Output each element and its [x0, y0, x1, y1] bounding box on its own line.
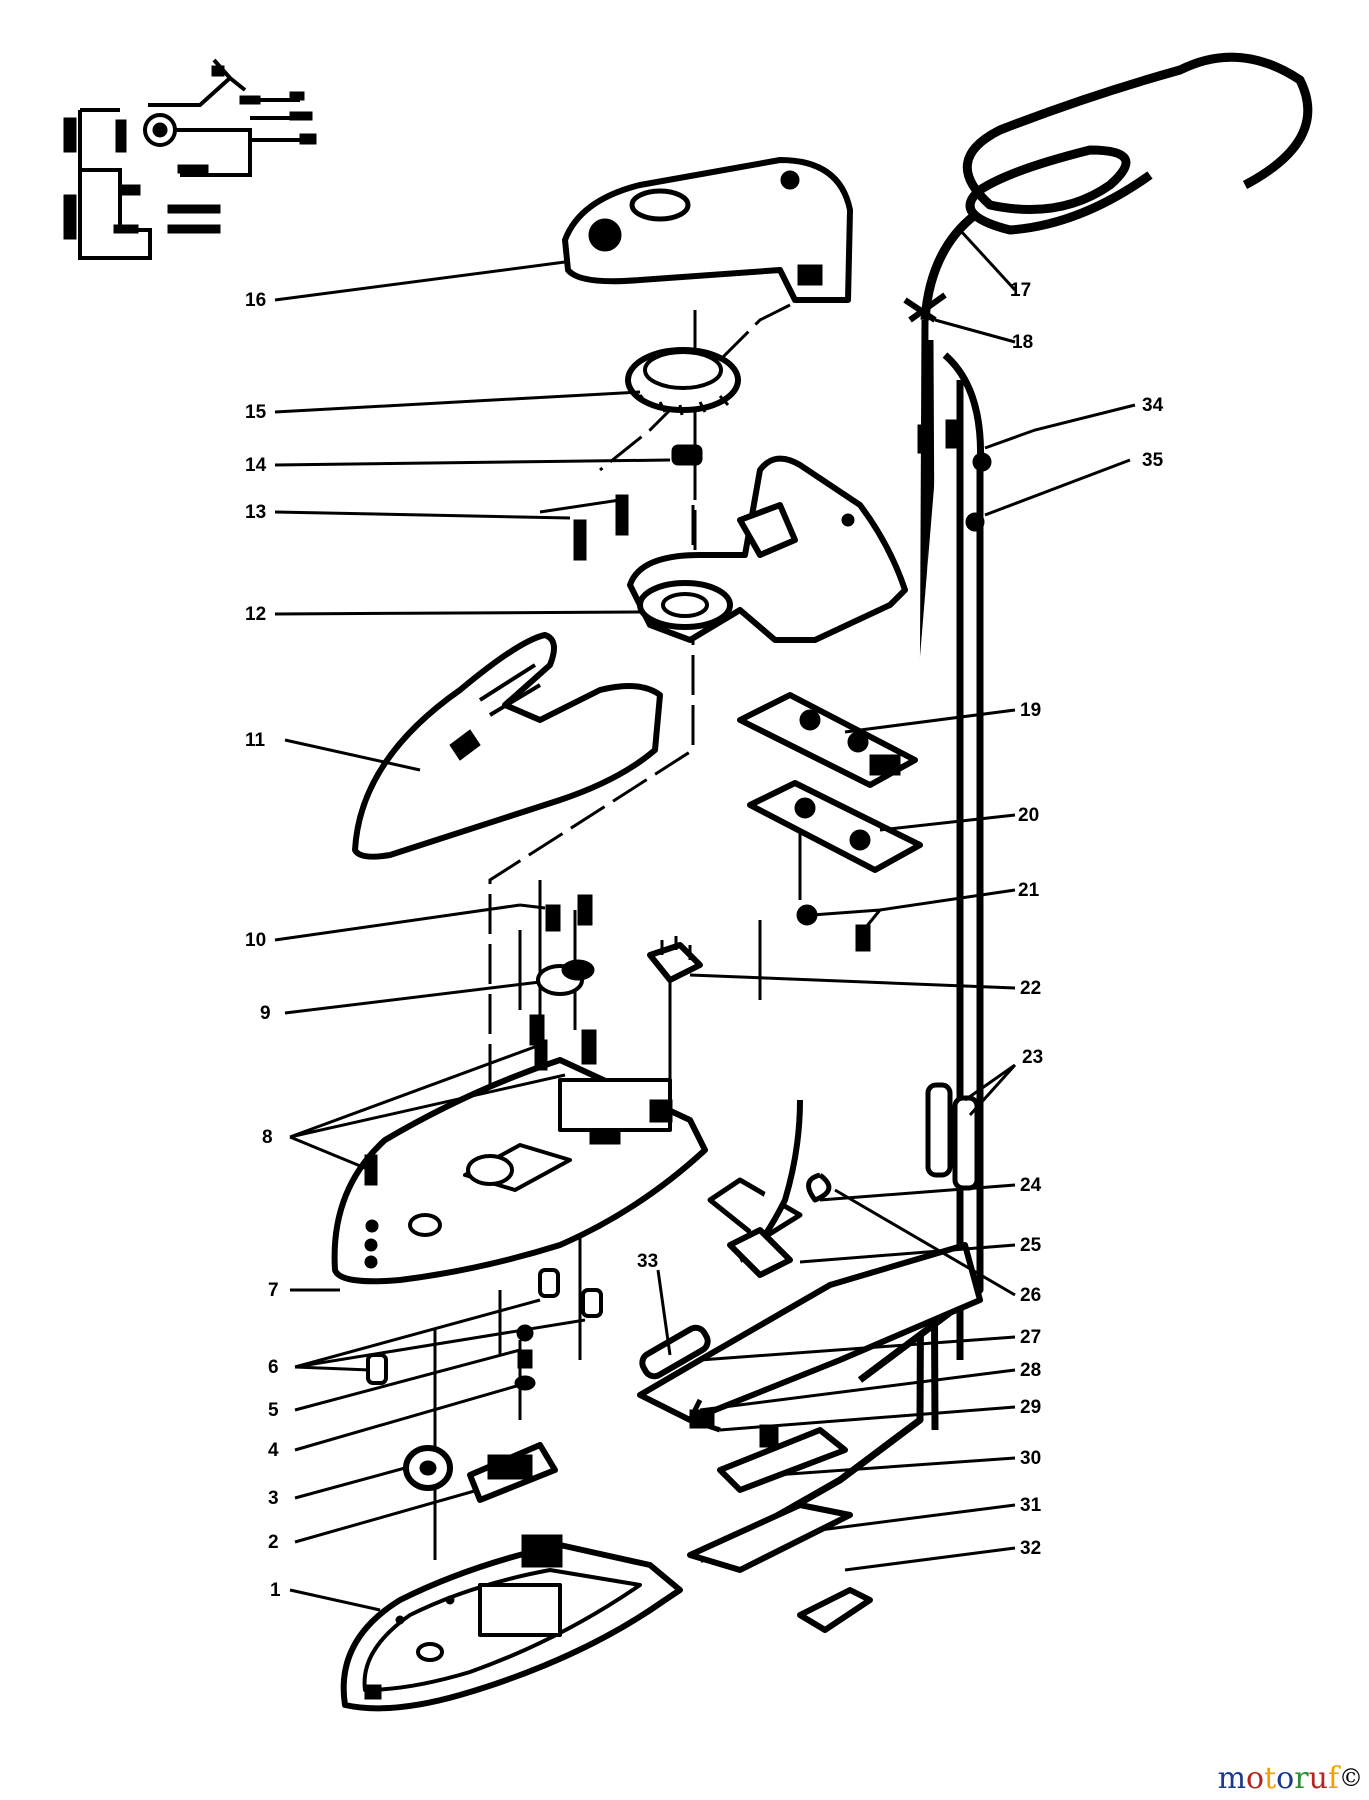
handle-screws: [573, 494, 629, 561]
part-label-1: 1: [270, 1580, 281, 1601]
part-label-10: 10: [245, 930, 266, 951]
part-label-28: 28: [1020, 1360, 1041, 1381]
part-label-20: 20: [1018, 805, 1039, 826]
part-label-8: 8: [262, 1127, 273, 1148]
part-label-23: 23: [1022, 1047, 1043, 1068]
part-label-30: 30: [1020, 1448, 1041, 1469]
part-label-24: 24: [1020, 1175, 1042, 1196]
small-parts: [366, 1268, 603, 1503]
watermark-logo: motoruf©: [1218, 1761, 1363, 1796]
part-label-5: 5: [268, 1400, 279, 1421]
copyright-badge: ©: [1339, 1764, 1363, 1792]
leader-lines: [274, 228, 1136, 1612]
thermostat-plates: [737, 692, 923, 952]
handle-cover: [562, 157, 853, 303]
part-label-27: 27: [1020, 1327, 1041, 1348]
part-label-33: 33: [637, 1251, 658, 1272]
part-number-labels: 16 15 14 13 12 11 10 9 8 7 6 5 4 3 2 1 1…: [245, 280, 1164, 1601]
heater-and-leads: [637, 1099, 983, 1633]
part-label-17: 17: [1010, 280, 1031, 301]
watermark-letter: m: [1217, 1761, 1247, 1796]
fastener-stack: [536, 894, 595, 996]
part-label-34: 34: [1142, 395, 1164, 416]
soleplate-subassembly: [331, 1014, 708, 1285]
part-label-13: 13: [245, 502, 266, 523]
part-label-18: 18: [1012, 332, 1033, 353]
part-label-29: 29: [1020, 1397, 1041, 1418]
watermark-letter: o: [1246, 1761, 1265, 1796]
part-label-26: 26: [1020, 1285, 1041, 1306]
part-label-2: 2: [268, 1532, 279, 1553]
wiring-schematic: [63, 58, 317, 260]
watermark-letter: u: [1308, 1761, 1328, 1796]
bushing: [671, 444, 703, 466]
handle-base: [627, 455, 908, 643]
part-label-14: 14: [245, 455, 267, 476]
part-label-4: 4: [268, 1440, 279, 1461]
watermark-letter: r: [1294, 1761, 1309, 1796]
temperature-knob: [625, 347, 741, 416]
part-label-32: 32: [1020, 1538, 1041, 1559]
part-label-9: 9: [260, 1003, 271, 1024]
top-cover-shell: [352, 632, 663, 860]
part-label-3: 3: [268, 1488, 279, 1509]
watermark-letter: o: [1276, 1761, 1295, 1796]
part-label-21: 21: [1018, 880, 1040, 901]
terminal-block: [647, 936, 703, 983]
watermark-letter: f: [1327, 1761, 1339, 1796]
part-label-31: 31: [1020, 1495, 1042, 1516]
part-label-16: 16: [245, 290, 266, 311]
soleplate-base: [340, 1534, 683, 1712]
part-label-35: 35: [1142, 450, 1164, 471]
part-label-6: 6: [268, 1357, 279, 1378]
part-label-22: 22: [1020, 978, 1041, 999]
part-label-15: 15: [245, 402, 267, 423]
watermark-letter: t: [1264, 1761, 1277, 1796]
part-label-11: 11: [245, 730, 266, 751]
part-label-12: 12: [245, 604, 266, 625]
part-label-7: 7: [268, 1280, 279, 1301]
part-label-19: 19: [1020, 700, 1041, 721]
part-label-25: 25: [1020, 1235, 1042, 1256]
